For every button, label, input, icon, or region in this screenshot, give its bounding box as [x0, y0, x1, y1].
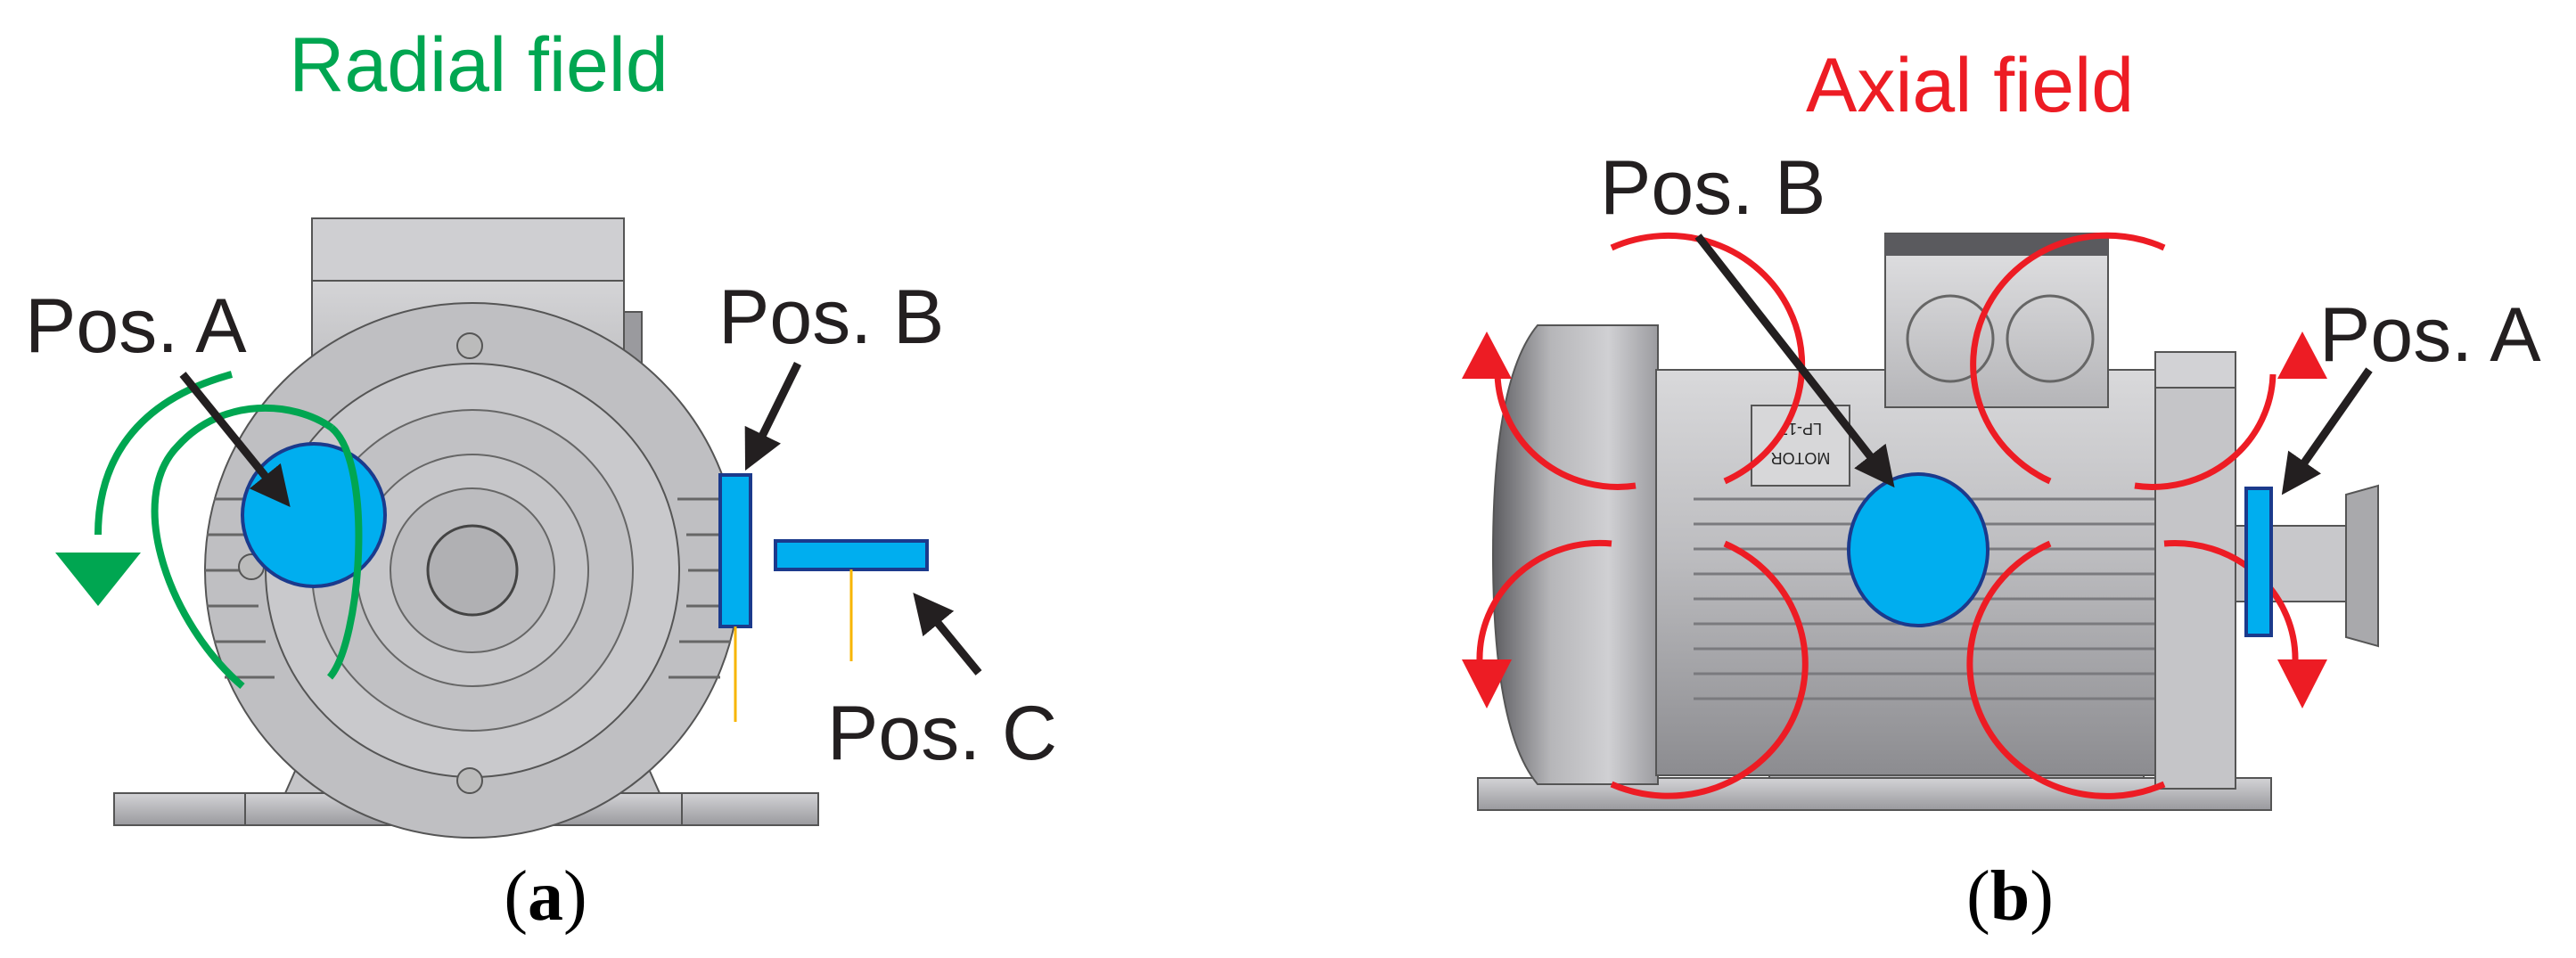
caption-b-letter: b [1990, 857, 2030, 936]
radial-field-title: Radial field [289, 22, 668, 108]
label-pos-b: Pos. B [718, 274, 944, 360]
arrow-pos-a [179, 372, 291, 507]
caption-a-letter: a [528, 857, 563, 936]
label-pos-b: Pos. B [1600, 145, 1825, 231]
panel-a: Radial field [25, 22, 1057, 936]
arrow-pos-b [744, 362, 802, 471]
arrow-pos-a [2281, 367, 2373, 495]
plate-line-2: MOTOR [1771, 449, 1831, 467]
axial-field-arrowheads [1462, 332, 2327, 708]
label-pos-a: Pos. A [2319, 292, 2541, 378]
sensor-pos-c [774, 539, 929, 571]
panel-b: Axial field [1462, 43, 2541, 936]
sensor-pos-a [241, 442, 387, 588]
sensor-pos-b [1847, 472, 1989, 627]
arrow-pos-c [913, 593, 982, 676]
caption-b: (b) [1966, 857, 2054, 936]
axial-field-title: Axial field [1806, 43, 2134, 128]
caption-a: (a) [504, 857, 587, 936]
motor-side-view: LP-17 MOTOR [1477, 233, 2379, 811]
sensor-pos-a [2244, 487, 2273, 637]
label-pos-c: Pos. C [827, 691, 1057, 776]
arrow-pos-b [1694, 233, 1895, 488]
sensor-pos-b [718, 473, 752, 628]
label-pos-a: Pos. A [25, 283, 247, 369]
